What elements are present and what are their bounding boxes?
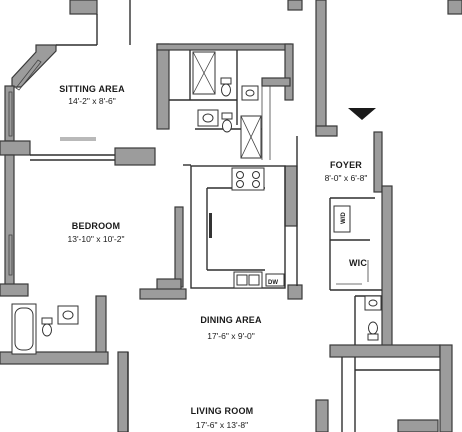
- wall-far-right: [447, 0, 462, 15]
- wall-bath-mid: [261, 77, 291, 87]
- closet-shower-icon: [240, 115, 262, 159]
- wall-bedbath-bottom: [0, 351, 109, 365]
- room-bedroom-dims: 13'-10" x 10'-2": [67, 234, 124, 244]
- wall-bath-left: [156, 43, 170, 130]
- dishwasher-label: DW: [268, 280, 278, 286]
- wall-bottom-stub: [397, 419, 439, 432]
- wall-left-lower: [4, 154, 15, 291]
- wall-column-top: [69, 0, 98, 15]
- wall-foyer-corner: [315, 125, 338, 137]
- wall-living-left: [117, 351, 129, 432]
- windows: [15, 59, 96, 141]
- wall-right-lower: [329, 344, 441, 358]
- room-bedroom-name: BEDROOM: [72, 221, 120, 231]
- room-sitting-area-dims: 14'-2" x 8'-6": [68, 96, 116, 106]
- window-left-upper: [8, 91, 13, 137]
- room-living-room-name: LIVING ROOM: [191, 406, 254, 416]
- wall-right-mid: [381, 185, 393, 347]
- room-living-room-dims: 17'-6" x 13'-8": [196, 420, 248, 430]
- wall-dining-right: [287, 284, 303, 300]
- kitchen-sink-icon: [233, 271, 263, 289]
- wall-bath-top: [156, 43, 292, 51]
- wall-kitchen-right: [284, 165, 298, 227]
- bedbath-sink-icon: [57, 305, 79, 325]
- vanity-icon: [241, 85, 259, 101]
- powder-toilet-icon: [367, 321, 379, 341]
- sink-icon: [197, 109, 219, 127]
- bathtub-icon: [11, 303, 37, 355]
- wall-bedbath-right: [95, 295, 107, 357]
- bedbath-toilet-icon: [41, 317, 53, 337]
- room-sitting-area-name: SITTING AREA: [59, 84, 125, 94]
- room-dining-area-dims: 17'-6" x 9'-0": [207, 331, 255, 341]
- wall-right-bottom: [439, 344, 453, 432]
- washer-dryer: [333, 205, 351, 233]
- wall-foyer-top: [315, 0, 327, 133]
- wall-divider-right: [114, 147, 156, 166]
- toilet-icon-2: [221, 112, 233, 133]
- fixtures: DW W/D: [11, 51, 382, 355]
- wall-left-upper: [4, 85, 15, 142]
- room-dining-area-name: DINING AREA: [200, 315, 262, 325]
- range-icon: [231, 167, 265, 191]
- room-wic-name: WIC: [349, 258, 367, 268]
- room-foyer-name: FOYER: [330, 160, 362, 170]
- wall-bay-sitting: [11, 44, 57, 88]
- wall-bath-right: [284, 43, 294, 101]
- toilet-icon: [220, 77, 232, 97]
- washer-dryer-label: W/D: [341, 212, 347, 224]
- interior-lines: [56, 0, 440, 432]
- wall-kitchen-stub: [139, 288, 187, 300]
- entry-arrow-icon: [348, 108, 376, 120]
- room-labels: SITTING AREA 14'-2" x 8'-6" BEDROOM 13'-…: [59, 84, 367, 430]
- fridge-marker: [209, 213, 212, 238]
- powder-sink-icon: [364, 295, 382, 311]
- room-foyer-dims: 8'-0" x 6'-8": [325, 173, 368, 183]
- dishwasher: [265, 273, 285, 287]
- shower-icon: [192, 51, 216, 95]
- wall-sitting-bedroom: [0, 140, 31, 156]
- wall-column-top-right: [287, 0, 303, 11]
- window-bay: [15, 59, 42, 91]
- window-left-lower: [8, 234, 13, 276]
- wall-bedroom-bottom-left: [0, 283, 29, 297]
- wall-living-right: [315, 399, 329, 432]
- wall-right-upper: [373, 131, 383, 193]
- wall-kitchen-left: [174, 206, 184, 288]
